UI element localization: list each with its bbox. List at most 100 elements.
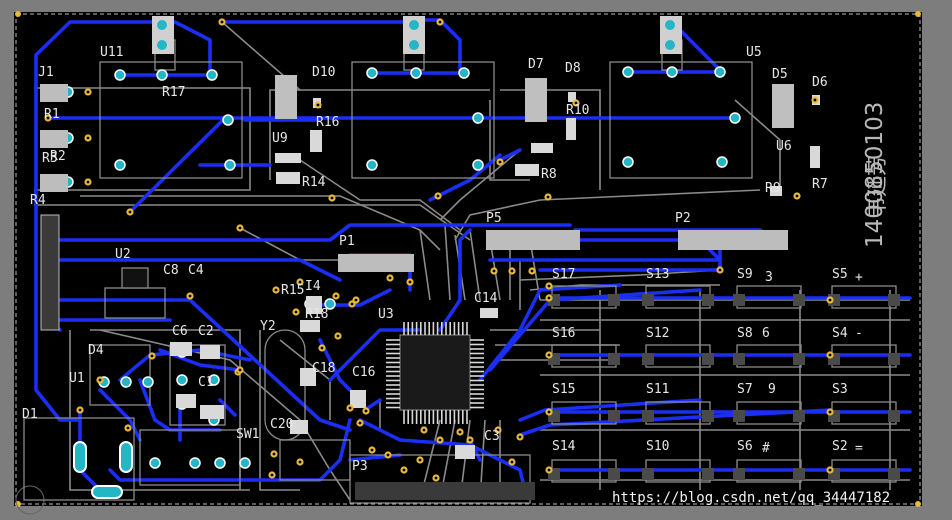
pad xyxy=(716,156,728,168)
designator-u3: U3 xyxy=(378,307,394,322)
designator-r8: R8 xyxy=(541,167,557,182)
watermark-text: https://blog.csdn.net/qq_34447182 xyxy=(612,490,890,506)
pad xyxy=(224,159,236,171)
pad xyxy=(622,156,634,168)
designator-r17: R17 xyxy=(162,85,185,100)
designator-s13: S13 xyxy=(646,267,669,282)
designator-s3: S3 xyxy=(832,382,848,397)
pad xyxy=(410,67,422,79)
designator-d8: D8 xyxy=(565,61,581,76)
designator-c16: C16 xyxy=(352,365,375,380)
designator-s4: S4 xyxy=(832,326,848,341)
designator-s5: S5 xyxy=(832,267,848,282)
designator-u9: U9 xyxy=(272,131,288,146)
designator-s6: S6 xyxy=(737,439,753,454)
designator-r18: R18 xyxy=(305,307,328,322)
keypad-switches xyxy=(548,285,900,483)
designator-c1: C1 xyxy=(198,375,214,390)
relay-socket xyxy=(152,16,682,54)
key-symbol-text: 6 xyxy=(762,326,770,341)
designator-y2: Y2 xyxy=(260,319,276,334)
student-number-text: 1400850103 xyxy=(862,102,888,248)
designator-s7: S7 xyxy=(737,382,753,397)
designator-s8: S8 xyxy=(737,326,753,341)
designator-s10: S10 xyxy=(646,439,669,454)
key-symbol-text: 9 xyxy=(768,382,776,397)
key-symbol-text: = xyxy=(855,441,863,456)
pad xyxy=(176,374,188,386)
designator-c20: C20 xyxy=(270,417,293,432)
designator-d1: D1 xyxy=(22,407,38,422)
designator-c8: C8 xyxy=(163,263,179,278)
pad xyxy=(114,69,126,81)
pad xyxy=(189,457,201,469)
designator-s12: S12 xyxy=(646,326,669,341)
microcontroller-u3 xyxy=(386,322,484,424)
header-pads xyxy=(40,84,788,500)
designator-d4: D4 xyxy=(88,343,104,358)
designator-s11: S11 xyxy=(646,382,669,397)
designator-r10: R10 xyxy=(566,103,589,118)
pad xyxy=(114,159,126,171)
pad xyxy=(366,159,378,171)
power-jack-pads xyxy=(73,441,133,499)
pad xyxy=(120,376,132,388)
designator-u5: U5 xyxy=(746,45,762,60)
designator-i4: I4 xyxy=(305,279,321,294)
designator-d7: D7 xyxy=(528,57,544,72)
designator-sw1: SW1 xyxy=(236,427,259,442)
component-outlines xyxy=(23,39,753,504)
pad xyxy=(142,376,154,388)
designator-u2: U2 xyxy=(115,247,131,262)
key-symbol-text: + xyxy=(855,270,863,285)
pad xyxy=(714,66,726,78)
pad xyxy=(206,69,218,81)
designator-s2: S2 xyxy=(832,439,848,454)
pad xyxy=(472,159,484,171)
designator-s9: S9 xyxy=(737,267,753,282)
designator-r14: R14 xyxy=(302,175,326,190)
designator-p3: P3 xyxy=(352,459,368,474)
key-symbol-text: 3 xyxy=(765,270,773,285)
designator-r15: R15 xyxy=(281,283,304,298)
pad xyxy=(222,114,234,126)
designator-d6: D6 xyxy=(812,75,828,90)
designator-c6: C6 xyxy=(172,324,188,339)
corner-marker-icon xyxy=(15,11,921,515)
pad xyxy=(472,112,484,124)
pad xyxy=(729,112,741,124)
designator-j1: J1 xyxy=(38,65,54,80)
designator-d10: D10 xyxy=(312,65,335,80)
designator-r4: R4 xyxy=(30,193,46,208)
pad xyxy=(156,69,168,81)
pad xyxy=(149,457,161,469)
designator-s14: S14 xyxy=(552,439,576,454)
designator-s16: S16 xyxy=(552,326,575,341)
designator-r16: R16 xyxy=(316,115,339,130)
pad xyxy=(324,298,336,310)
designator-u6: U6 xyxy=(776,139,792,154)
designator-s15: S15 xyxy=(552,382,575,397)
designator-u11: U11 xyxy=(100,45,123,60)
designator-c4: C4 xyxy=(188,263,204,278)
designator-c18: C18 xyxy=(312,361,335,376)
vias xyxy=(44,18,834,482)
pad xyxy=(239,457,251,469)
pad xyxy=(214,457,226,469)
designator-r1: R1 xyxy=(44,107,60,122)
designator-r3: R3 xyxy=(42,151,58,166)
pad xyxy=(622,66,634,78)
designator-c14: C14 xyxy=(474,291,498,306)
key-symbol-text: # xyxy=(762,441,770,456)
designator-c3: C3 xyxy=(484,429,500,444)
key-symbol-text: - xyxy=(855,326,863,341)
designator-r7: R7 xyxy=(812,177,828,192)
student-name-text: 韦延芳 xyxy=(865,155,889,218)
pad xyxy=(666,66,678,78)
pad xyxy=(208,374,220,386)
designator-d5: D5 xyxy=(772,67,788,82)
pad xyxy=(458,67,470,79)
